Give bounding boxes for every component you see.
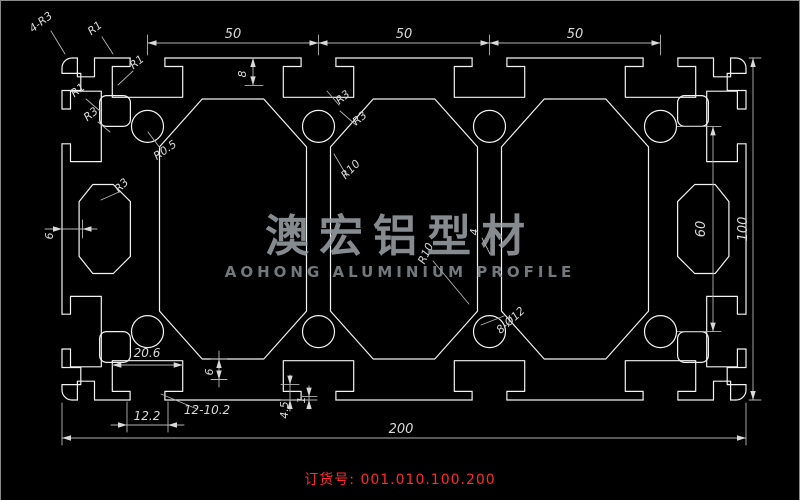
dim-label: 20.6 — [134, 346, 161, 360]
dim-label: R10 — [338, 157, 362, 181]
dim-label: 50 — [567, 27, 584, 42]
dim-label: R1 — [85, 19, 105, 38]
dim-label: 8-Ø12 — [494, 304, 528, 336]
dim-label: 12.2 — [134, 409, 161, 423]
dim-label: 6 — [203, 369, 216, 376]
dim-label: 50 — [225, 27, 242, 42]
order-label: 订货号: — [304, 472, 355, 488]
dim-label: R10 — [415, 241, 436, 266]
dim-label: 6 — [43, 233, 56, 240]
dim-label: 4.5 — [278, 401, 291, 419]
dim-label: 1 — [295, 397, 308, 404]
order-number: 001.010.100.200 — [360, 472, 496, 488]
dim-label: R1 — [127, 53, 147, 72]
order-number-line: 订货号: 001.010.100.200 — [1, 469, 799, 489]
dim-label: R3 — [350, 109, 370, 128]
dim-label: 60 — [694, 221, 709, 238]
dim-label: 4 — [468, 229, 481, 236]
dim-label: 12-10.2 — [184, 403, 230, 417]
dimension-lines — [44, 30, 762, 446]
dim-label: 200 — [389, 422, 414, 437]
dim-label: 8 — [236, 71, 249, 78]
dim-label: 100 — [736, 217, 751, 242]
dimension-arrows — [53, 40, 756, 441]
dim-label: R3 — [112, 176, 132, 196]
profile-geometry — [61, 57, 747, 401]
dim-label: R3 — [333, 88, 353, 107]
dim-label: R3 — [81, 105, 101, 124]
dim-label: 50 — [396, 27, 413, 42]
